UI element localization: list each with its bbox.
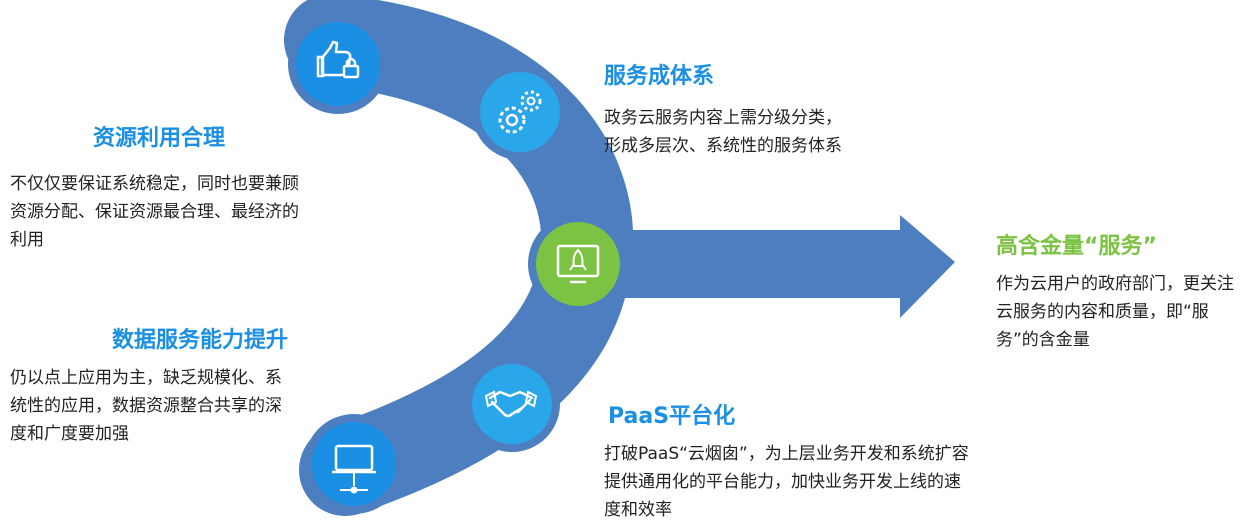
- goal-block: 高含金量“服务” 作为云用户的政府部门，更关注云服务的内容和质量，即“服务”的含…: [996, 228, 1244, 354]
- left-bottom-block: 数据服务能力提升 仍以点上应用为主，缺乏规模化、系统性的应用，数据资源整合共享的…: [10, 322, 288, 448]
- right-bottom-title: PaaS平台化: [608, 404, 736, 429]
- goal-title: 高含金量“服务”: [996, 234, 1157, 259]
- right-top-title: 服务成体系: [604, 64, 715, 89]
- goal-text: 作为云用户的政府部门，更关注云服务的内容和质量，即“服务”的含金量: [996, 274, 1234, 350]
- left-bottom-text: 仍以点上应用为主，缺乏规模化、系统性的应用，数据资源整合共享的深度和广度要加强: [10, 368, 282, 444]
- right-top-text: 政务云服务内容上需分级分类，形成多层次、系统性的服务体系: [604, 108, 842, 156]
- left-bottom-title: 数据服务能力提升: [111, 328, 288, 353]
- arrow-to-goal: [580, 215, 955, 318]
- handshake-icon: [464, 356, 560, 452]
- laptop-network-icon: [304, 414, 404, 514]
- rocket-monitor-icon: [528, 214, 628, 314]
- thumbs-up-lock-icon: [288, 14, 388, 114]
- left-top-block: 资源利用合理 不仅仅要保证系统稳定，同时也要兼顾资源分配、保证资源最合理、最经济…: [10, 120, 308, 254]
- left-top-text: 不仅仅要保证系统稳定，同时也要兼顾资源分配、保证资源最合理、最经济的利用: [10, 174, 299, 250]
- right-top-block: 服务成体系 政务云服务内容上需分级分类，形成多层次、系统性的服务体系: [604, 58, 854, 160]
- left-top-title: 资源利用合理: [92, 126, 225, 151]
- gears-icon: [472, 64, 568, 160]
- right-bottom-text: 打破PaaS“云烟囱”，为上层业务开发和系统扩容提供通用化的平台能力，加快业务开…: [604, 444, 969, 520]
- right-bottom-block: PaaS平台化 打破PaaS“云烟囱”，为上层业务开发和系统扩容提供通用化的平台…: [604, 398, 972, 524]
